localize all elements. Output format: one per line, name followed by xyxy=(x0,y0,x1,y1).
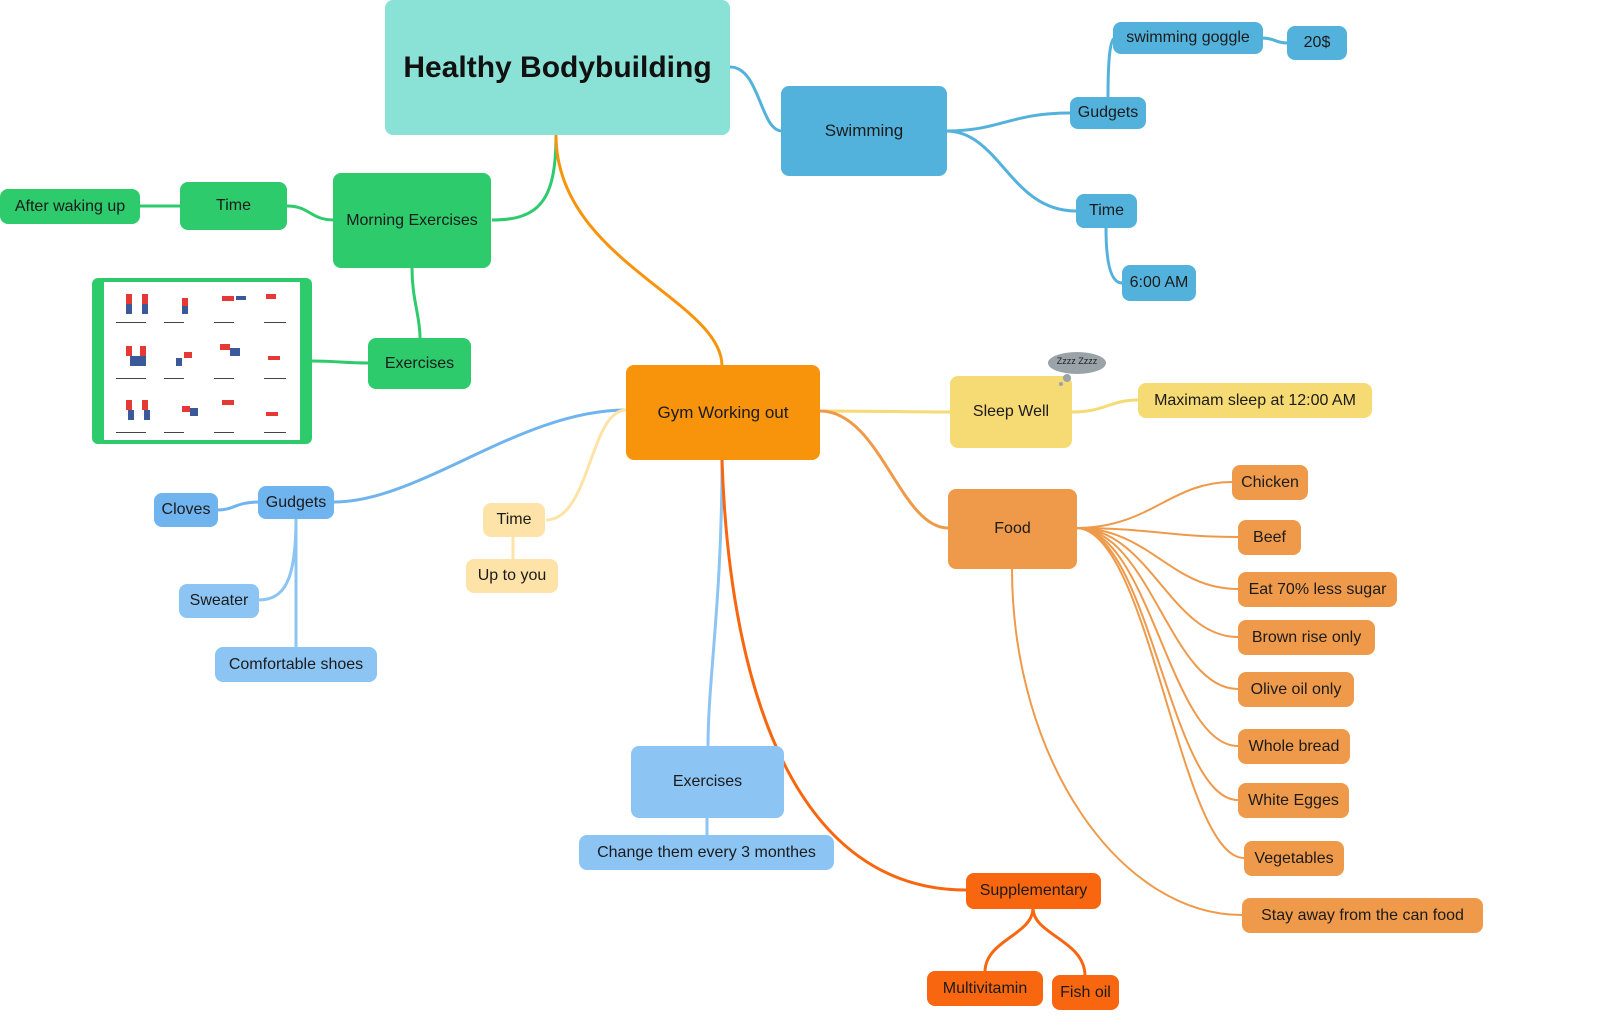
food-item[interactable]: Brown rise only xyxy=(1238,620,1375,655)
gadget-cloves-label: Cloves xyxy=(161,501,211,518)
morning-time[interactable]: Time xyxy=(180,182,287,230)
topic-gym-working-out[interactable]: Gym Working out xyxy=(626,365,820,460)
supplement-fish-oil[interactable]: Fish oil xyxy=(1052,975,1119,1010)
morning-time-label: Time xyxy=(216,197,251,214)
gym-exercises[interactable]: Exercises xyxy=(631,746,784,818)
supplement-multivitamin[interactable]: Multivitamin xyxy=(927,971,1043,1006)
topic-morning-exercises-label: Morning Exercises xyxy=(346,211,478,229)
swimming-time-value-label: 6:00 AM xyxy=(1129,274,1189,291)
swimming-gadgets[interactable]: Gudgets xyxy=(1070,97,1146,129)
cloud-icon xyxy=(1048,352,1106,386)
swimming-goggle-label: swimming goggle xyxy=(1126,29,1250,46)
food-item[interactable]: Eat 70% less sugar xyxy=(1238,572,1397,607)
food-item-label: Whole bread xyxy=(1248,737,1340,755)
food-item[interactable]: Vegetables xyxy=(1244,841,1344,876)
topic-gym-working-out-label: Gym Working out xyxy=(657,402,789,422)
morning-time-value-label: After waking up xyxy=(14,197,126,215)
gym-time-value[interactable]: Up to you xyxy=(466,559,558,593)
gym-exercises-note[interactable]: Change them every 3 monthes xyxy=(579,835,834,870)
gym-time-label: Time xyxy=(496,511,532,528)
swimming-time-label: Time xyxy=(1089,202,1124,219)
food-item[interactable]: Chicken xyxy=(1232,465,1308,500)
sleep-note-label: Maximam sleep at 12:00 AM xyxy=(1154,391,1356,409)
topic-sleep-well[interactable]: Sleep Well xyxy=(950,376,1072,448)
topic-food[interactable]: Food xyxy=(948,489,1077,569)
topic-swimming[interactable]: Swimming xyxy=(781,86,947,176)
topic-supplementary[interactable]: Supplementary xyxy=(966,873,1101,909)
central-topic-label: Healthy Bodybuilding xyxy=(403,50,712,84)
food-item-label: Olive oil only xyxy=(1250,680,1342,698)
sleep-sticker-text: Zzzz Zzzz xyxy=(1056,356,1098,366)
food-item-label: Brown rise only xyxy=(1251,628,1362,646)
gadget-sweater-label: Sweater xyxy=(189,592,249,609)
food-item[interactable]: White Egges xyxy=(1238,783,1349,818)
gadget-comfortable-shoes[interactable]: Comfortable shoes xyxy=(215,647,377,682)
exercise-figures xyxy=(116,294,286,433)
food-item-label: White Egges xyxy=(1248,791,1339,809)
food-item-label: Chicken xyxy=(1241,473,1299,491)
gadget-sweater[interactable]: Sweater xyxy=(179,584,259,618)
swimming-gadgets-label: Gudgets xyxy=(1077,104,1139,121)
gym-gadgets-label: Gudgets xyxy=(265,493,327,511)
exercise-illustration-image xyxy=(92,278,312,444)
sleep-note[interactable]: Maximam sleep at 12:00 AM xyxy=(1138,383,1372,418)
gym-exercises-label: Exercises xyxy=(672,773,743,790)
gym-time-value-label: Up to you xyxy=(477,567,547,584)
food-item-label: Beef xyxy=(1253,528,1286,546)
swimming-time-value[interactable]: 6:00 AM xyxy=(1122,265,1196,301)
sleep-cloud-sticker: Zzzz Zzzz xyxy=(1047,350,1107,386)
swimming-goggle[interactable]: swimming goggle xyxy=(1113,22,1263,54)
topic-morning-exercises[interactable]: Morning Exercises xyxy=(333,173,491,268)
goggle-price[interactable]: 20$ xyxy=(1287,26,1347,60)
topic-supplementary-label: Supplementary xyxy=(979,882,1088,899)
food-item-label: Eat 70% less sugar xyxy=(1248,580,1387,598)
food-item[interactable]: Stay away from the can food xyxy=(1242,898,1483,933)
gym-gadgets[interactable]: Gudgets xyxy=(258,486,334,519)
food-item-label: Vegetables xyxy=(1254,849,1334,867)
food-item-label: Stay away from the can food xyxy=(1261,906,1464,924)
morning-exercises-item[interactable]: Exercises xyxy=(368,338,471,389)
gym-time[interactable]: Time xyxy=(483,503,545,537)
supplement-fish-oil-label: Fish oil xyxy=(1060,983,1111,1001)
food-item[interactable]: Olive oil only xyxy=(1238,672,1354,707)
topic-swimming-label: Swimming xyxy=(824,121,904,140)
topic-food-label: Food xyxy=(994,520,1031,537)
gadget-cloves[interactable]: Cloves xyxy=(154,493,218,527)
morning-exercises-item-label: Exercises xyxy=(384,354,455,372)
gym-exercises-note-label: Change them every 3 monthes xyxy=(597,843,816,861)
goggle-price-label: 20$ xyxy=(1303,34,1331,51)
swimming-time[interactable]: Time xyxy=(1076,194,1137,228)
supplement-multivitamin-label: Multivitamin xyxy=(942,979,1028,997)
food-item[interactable]: Whole bread xyxy=(1238,729,1350,764)
gadget-comfortable-shoes-label: Comfortable shoes xyxy=(228,655,364,673)
topic-sleep-well-label: Sleep Well xyxy=(972,403,1050,420)
central-topic[interactable]: Healthy Bodybuilding xyxy=(385,0,730,135)
food-item[interactable]: Beef xyxy=(1238,520,1301,555)
morning-time-value[interactable]: After waking up xyxy=(0,189,140,224)
